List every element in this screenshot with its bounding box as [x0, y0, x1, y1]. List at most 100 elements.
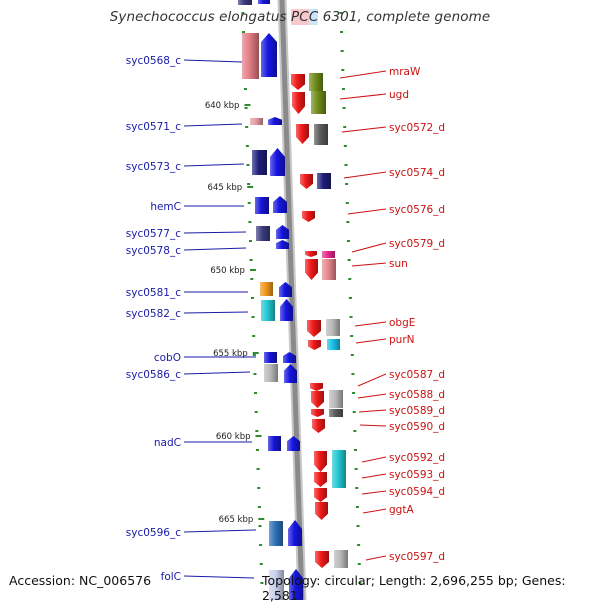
- title-highlight-1: PC: [291, 9, 309, 25]
- gene-mraW-block-body: [309, 73, 323, 91]
- track-tick-left: [243, 88, 247, 90]
- gene-syc0588_d-arrow: [311, 391, 324, 408]
- gene-syc0573_c-leader: [183, 163, 245, 167]
- scale-label: 655 kbp: [213, 349, 248, 359]
- gene-syc0574_d-arrow-body: [300, 174, 313, 189]
- track-tick-right: [351, 373, 355, 375]
- gene-syc0586_c-label: syc0586_c: [126, 369, 181, 381]
- track-tick-left: [258, 525, 262, 527]
- track-tick-left: [249, 240, 252, 242]
- gene-syc0568_c-block: [242, 33, 259, 79]
- gene-syc0596_c-leader: [183, 529, 257, 533]
- gene-cobO-arrow: [283, 352, 296, 363]
- gene-syc0586_c-arrow: [284, 364, 297, 383]
- gene-nadC-arrow: [287, 436, 300, 451]
- gene-purN-leader: [355, 338, 387, 344]
- track-tick-right: [344, 164, 348, 166]
- gene-syc0597_d-leader: [365, 555, 387, 561]
- gene-syc0573_c-block-body: [252, 150, 267, 175]
- gene-sun-block: [322, 259, 336, 280]
- track-tick-right: [343, 126, 347, 128]
- gene-syc0592_d-block-body: [332, 450, 346, 472]
- gene-hemC-block-body: [255, 197, 269, 214]
- gene-syc0588_d-label: syc0588_d: [389, 389, 445, 401]
- gene-folC-leader: [183, 575, 255, 579]
- gene-syc0597_d-arrow: [315, 551, 329, 568]
- gene-syc0596_c-label: syc0596_c: [126, 527, 181, 539]
- gene-syc0589_d-arrow: [311, 409, 324, 417]
- gene-syc0587_d-leader: [357, 373, 387, 387]
- gene-syc0592_d-arrow-body: [314, 451, 327, 472]
- gene-syc0581_c-block: [260, 282, 273, 296]
- gene-syc0587_d-arrow: [310, 383, 323, 391]
- gene-folC-arrow-body: [289, 569, 303, 600]
- gene-syc0588_d-arrow-body: [311, 391, 324, 408]
- track-tick-left: [253, 373, 257, 375]
- gene-syc0568_c-arrow: [261, 33, 277, 77]
- gene-syc0571_c-arrow-body: [268, 117, 282, 125]
- gene-top-partial-block: [238, 0, 252, 5]
- gene-syc0590_d-leader: [359, 424, 387, 427]
- scale-label: 645 kbp: [208, 183, 243, 193]
- track-tick-left: [260, 582, 264, 584]
- gene-syc0574_d-block: [317, 173, 331, 189]
- gene-syc0593_d-block-body: [332, 472, 346, 488]
- gene-syc0579_d-label: syc0579_d: [389, 238, 445, 250]
- track-tick-right: [341, 88, 345, 90]
- gene-syc0593_d-arrow-body: [314, 472, 327, 487]
- gene-ugd-arrow-body: [292, 92, 305, 114]
- gene-syc0577_c-block-body: [256, 226, 270, 241]
- gene-syc0586_c-arrow-body: [284, 364, 297, 383]
- gene-ugd-block: [311, 91, 326, 114]
- scale-tick: [258, 518, 265, 520]
- track-tick-left: [250, 278, 254, 280]
- gene-obgE-arrow: [307, 320, 321, 337]
- gene-mraW-label: mraW: [389, 66, 421, 78]
- gene-ugd-arrow: [292, 92, 305, 114]
- track-tick-right: [347, 240, 350, 242]
- gene-hemC-label: hemC: [150, 201, 181, 213]
- gene-syc0582_c-block: [261, 300, 275, 321]
- gene-hemC-block: [255, 197, 269, 214]
- gene-syc0589_d-block-body: [329, 409, 343, 417]
- gene-cobO-label: cobO: [154, 352, 181, 364]
- gene-syc0586_c-block: [264, 364, 278, 382]
- track-tick-left: [249, 259, 253, 261]
- gene-syc0576_d-arrow: [302, 211, 315, 222]
- gene-syc0574_d-block-body: [317, 173, 331, 189]
- genome-stats-text: Topology: circular; Length: 2,696,255 bp…: [262, 573, 566, 603]
- scale-label: 660 kbp: [216, 432, 251, 442]
- track-tick-right: [341, 69, 345, 71]
- track-tick-left: [244, 107, 248, 109]
- gene-purN-block-body: [327, 339, 340, 350]
- track-tick-left: [255, 430, 259, 432]
- track-tick-right: [357, 544, 361, 546]
- gene-syc0593_d-arrow: [314, 472, 327, 487]
- scale-tick: [249, 269, 256, 271]
- track-tick-right: [358, 582, 362, 584]
- gene-syc0574_d-leader: [343, 171, 387, 179]
- gene-syc0577_c-leader: [183, 231, 247, 234]
- gene-nadC-label: nadC: [154, 437, 181, 449]
- gene-syc0573_c-arrow: [270, 148, 285, 176]
- track-tick-left: [242, 31, 246, 33]
- scale-tick: [252, 352, 259, 354]
- gene-top-partial-block-body: [238, 0, 252, 5]
- track-tick-left: [250, 297, 254, 299]
- track-tick-left: [257, 506, 261, 508]
- gene-mraW-arrow-body: [291, 74, 305, 90]
- gene-ggtA-arrow-body: [315, 502, 328, 520]
- gene-purN-label: purN: [389, 334, 415, 346]
- track-tick-left: [245, 145, 249, 147]
- gene-obgE-block-body: [326, 319, 340, 336]
- gene-syc0592_d-label: syc0592_d: [389, 452, 445, 464]
- gene-mraW-block: [309, 73, 323, 91]
- gene-nadC-block: [268, 436, 281, 451]
- title-suffix: 6301, complete genome: [318, 9, 491, 25]
- accession-text: Accession: NC_006576: [9, 573, 152, 588]
- gene-ggtA-label: ggtA: [389, 504, 414, 516]
- gene-syc0571_c-leader: [183, 123, 243, 127]
- gene-syc0572_d-block: [314, 124, 328, 145]
- gene-syc0572_d-arrow-body: [296, 124, 309, 144]
